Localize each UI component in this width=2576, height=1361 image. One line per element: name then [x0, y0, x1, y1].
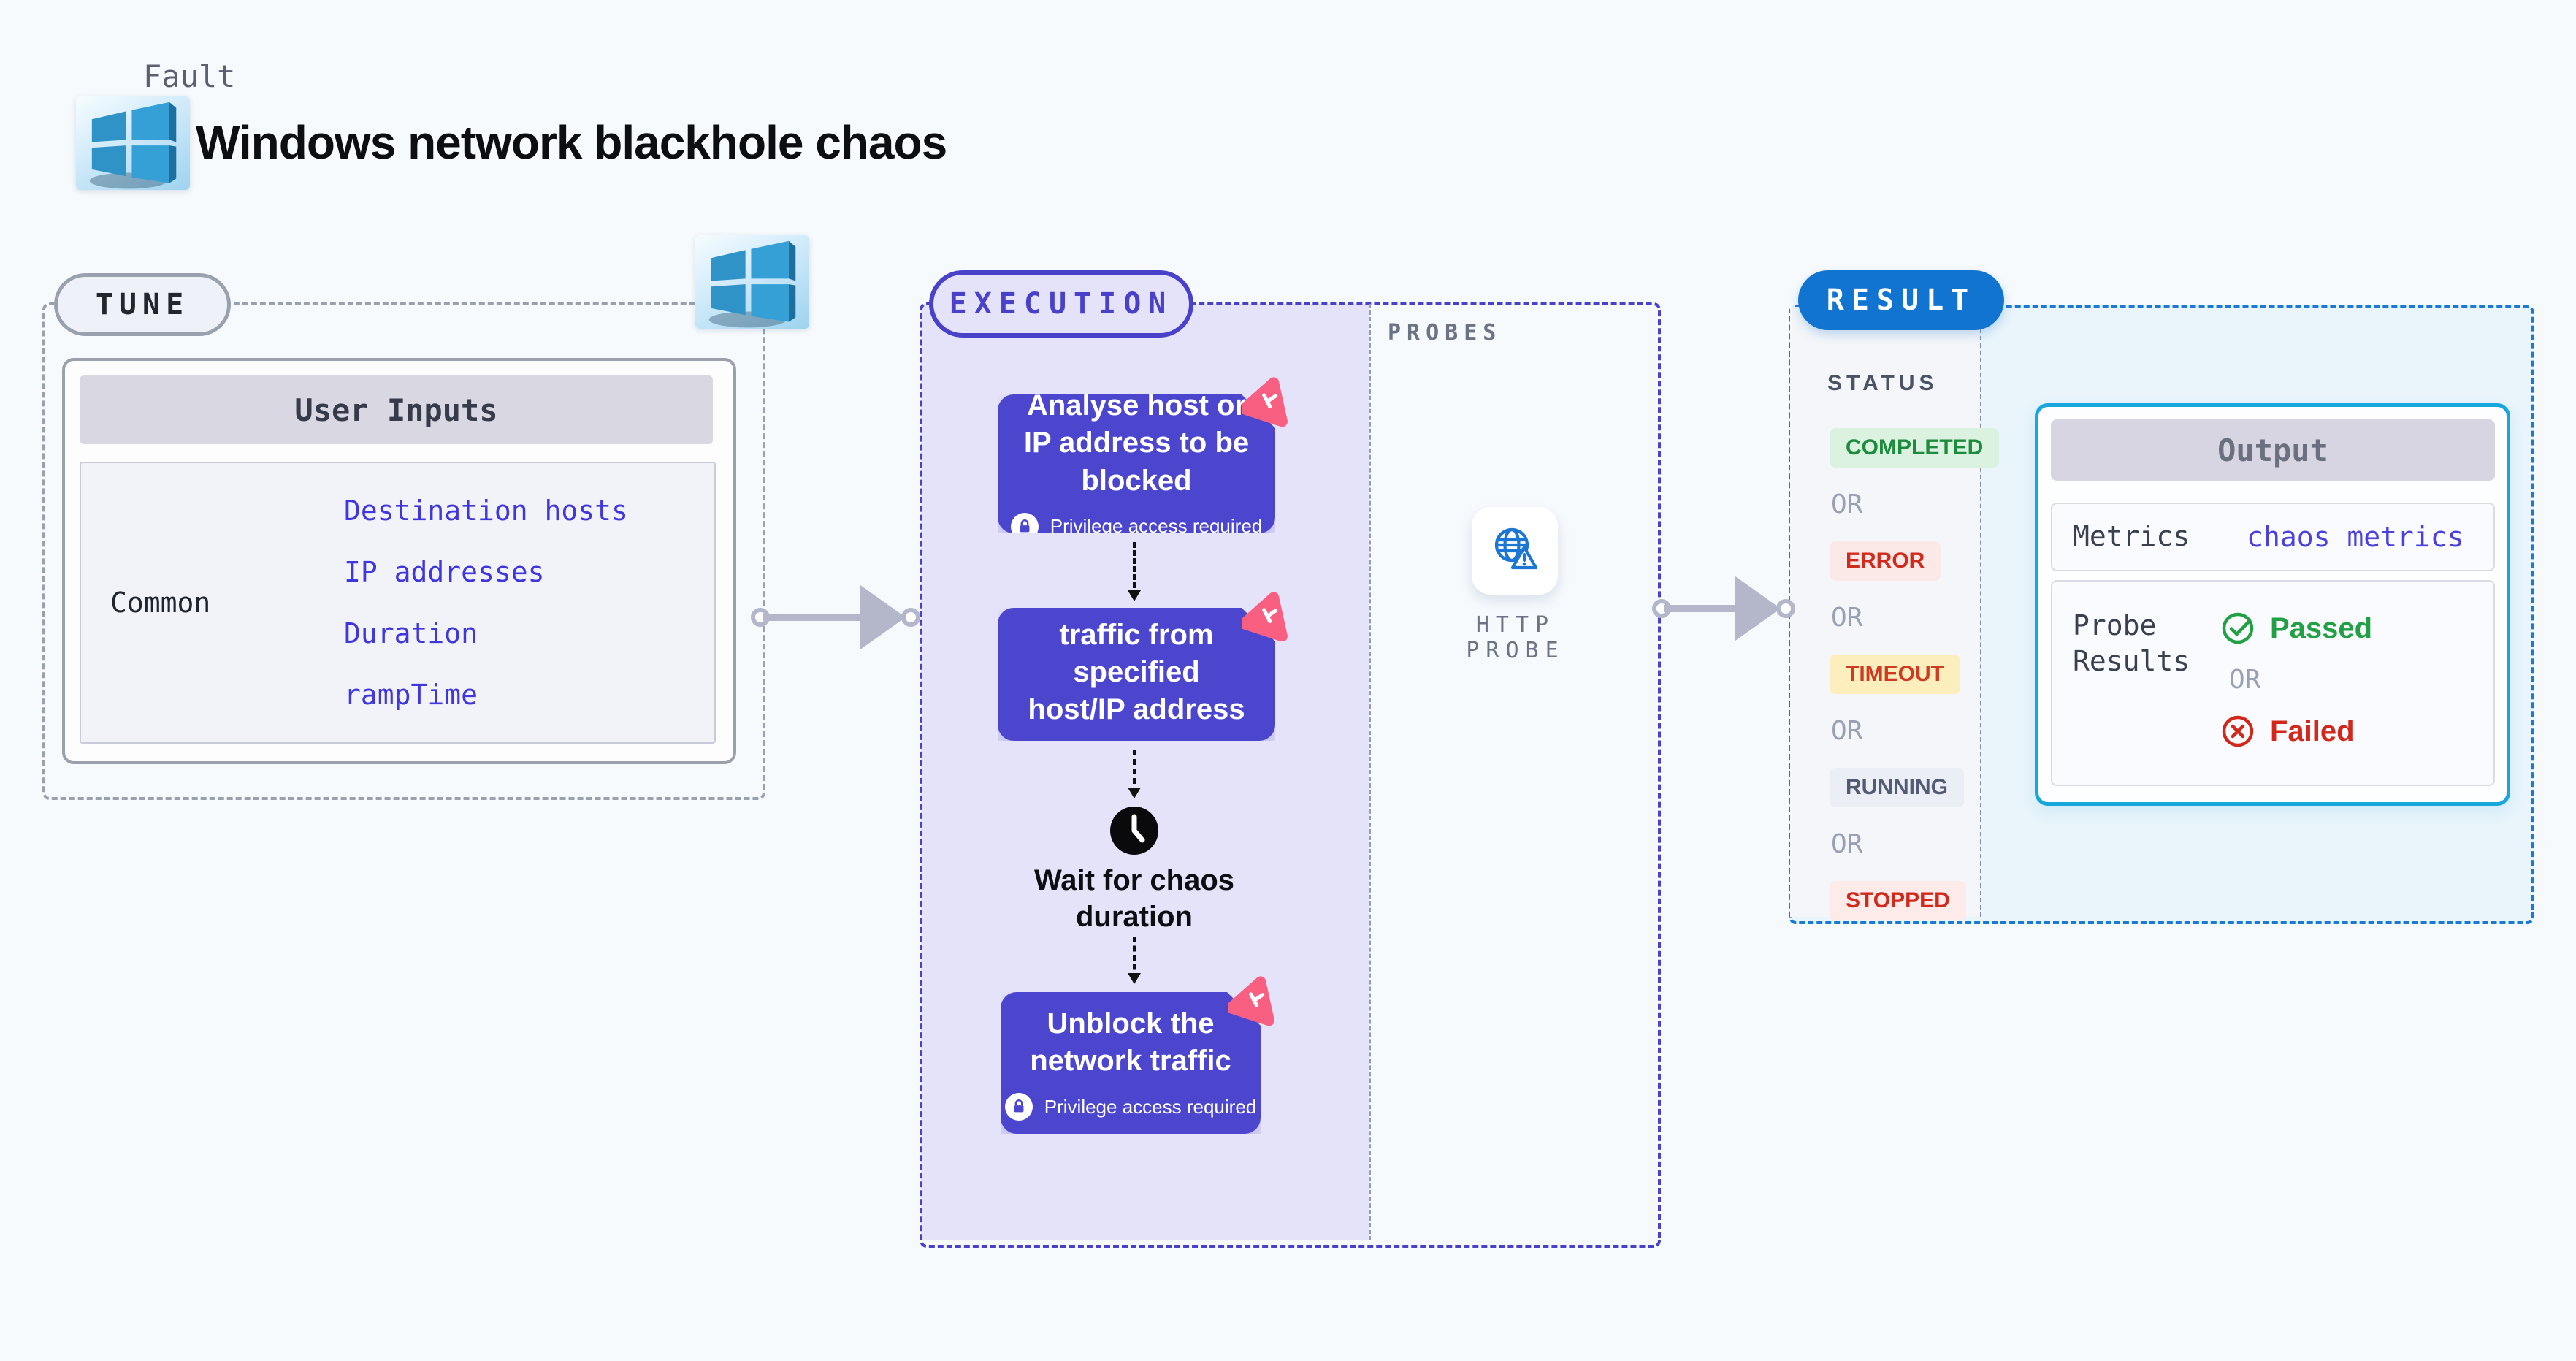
clock-icon [1109, 806, 1159, 855]
flow-arrow-down [1128, 750, 1141, 798]
tune-badge: TUNE [54, 273, 231, 336]
globe-alert-icon [1494, 527, 1538, 570]
fault-eyebrow: Fault [143, 58, 236, 94]
lock-icon [1005, 1093, 1033, 1121]
probes-section-label: PROBES [1388, 320, 1502, 346]
probes-divider [1369, 304, 1371, 1240]
flow-arrow-down [1128, 542, 1141, 601]
status-column-background [1790, 307, 1979, 917]
connector-execution-to-result [1652, 576, 1795, 641]
page-title: Windows network blackhole chaos [196, 116, 947, 169]
or-separator: OR [1831, 603, 1863, 633]
or-separator: OR [2229, 665, 2261, 695]
status-badge-stopped: STOPPED [1830, 881, 1966, 920]
output-header: Output [2051, 419, 2495, 481]
privilege-badge: Privilege access required [1005, 1093, 1256, 1121]
chaos-fork-icon [1238, 589, 1294, 642]
probe-result-passed: Passed [2220, 611, 2372, 646]
flow-arrow-down [1128, 937, 1141, 984]
status-column-label: STATUS [1827, 371, 1938, 395]
metrics-label: Metrics [2073, 520, 2190, 553]
status-badge-completed: COMPLETED [1830, 428, 2000, 468]
or-separator: OR [1831, 716, 1863, 746]
windows-logo [76, 96, 190, 190]
connector-line [763, 614, 865, 621]
status-badge-error: ERROR [1830, 541, 1941, 581]
status-badge-timeout: TIMEOUT [1830, 655, 1960, 694]
connector-end-dot [1776, 599, 1795, 618]
chaos-fork-icon [1225, 973, 1281, 1026]
chaos-fork-icon [1238, 374, 1294, 427]
http-probe-tile [1472, 507, 1558, 595]
or-separator: OR [1831, 489, 1863, 519]
input-link-destination-hosts[interactable]: Destination hosts [344, 495, 628, 527]
failed-label: Failed [2270, 714, 2355, 747]
x-circle-icon [2222, 715, 2254, 747]
user-inputs-table: Common Destination hosts IP addresses Du… [80, 462, 716, 744]
step-block-traffic: Block network traffic from specified hos… [998, 608, 1275, 741]
status-list: COMPLETED OR ERROR OR TIMEOUT OR RUNNING… [1830, 428, 2005, 920]
http-probe-label: HTTP PROBE [1466, 612, 1565, 663]
step-analyse-host: Analyse host or IP address to be blocked… [998, 394, 1275, 533]
input-link-ip-addresses[interactable]: IP addresses [344, 556, 545, 588]
step-title: Unblock the network traffic [1030, 1007, 1231, 1077]
check-circle-icon [2222, 612, 2254, 644]
probe-results-label: Probe Results [2073, 609, 2190, 678]
result-divider [1980, 307, 1981, 917]
connector-arrowhead [860, 585, 906, 649]
chaos-metrics-link[interactable]: chaos metrics [2247, 521, 2464, 553]
output-probe-results-row: Probe Results Passed OR Failed [2051, 580, 2495, 786]
connector-end-dot [901, 608, 920, 627]
input-links: Destination hosts IP addresses Duration … [344, 463, 628, 742]
privilege-label: Privilege access required [1044, 1095, 1257, 1118]
passed-label: Passed [2270, 611, 2373, 644]
wait-node-label: Wait for chaos duration [1033, 864, 1235, 933]
step-unblock-traffic: Unblock the network traffic Privilege ac… [1001, 992, 1261, 1134]
or-separator: OR [1831, 829, 1863, 859]
windows-logo-small [695, 235, 809, 329]
input-link-duration[interactable]: Duration [344, 617, 478, 649]
result-badge: RESULT [1798, 270, 2004, 330]
status-badge-running: RUNNING [1830, 768, 1964, 807]
user-inputs-header: User Inputs [80, 375, 713, 444]
output-metrics-row: Metrics chaos metrics [2051, 503, 2495, 571]
connector-arrowhead [1735, 576, 1781, 641]
execution-section-frame [920, 302, 1661, 1248]
execution-badge: EXECUTION [929, 270, 1193, 338]
connector-line [1664, 605, 1740, 612]
probe-result-failed: Failed [2220, 714, 2372, 749]
connector-tune-to-execution [751, 584, 920, 650]
step-title: Analyse host or IP address to be blocked [1023, 389, 1250, 497]
input-category: Common [110, 587, 211, 619]
tune-section-frame [42, 302, 765, 800]
input-link-ramptime[interactable]: rampTime [344, 679, 478, 711]
